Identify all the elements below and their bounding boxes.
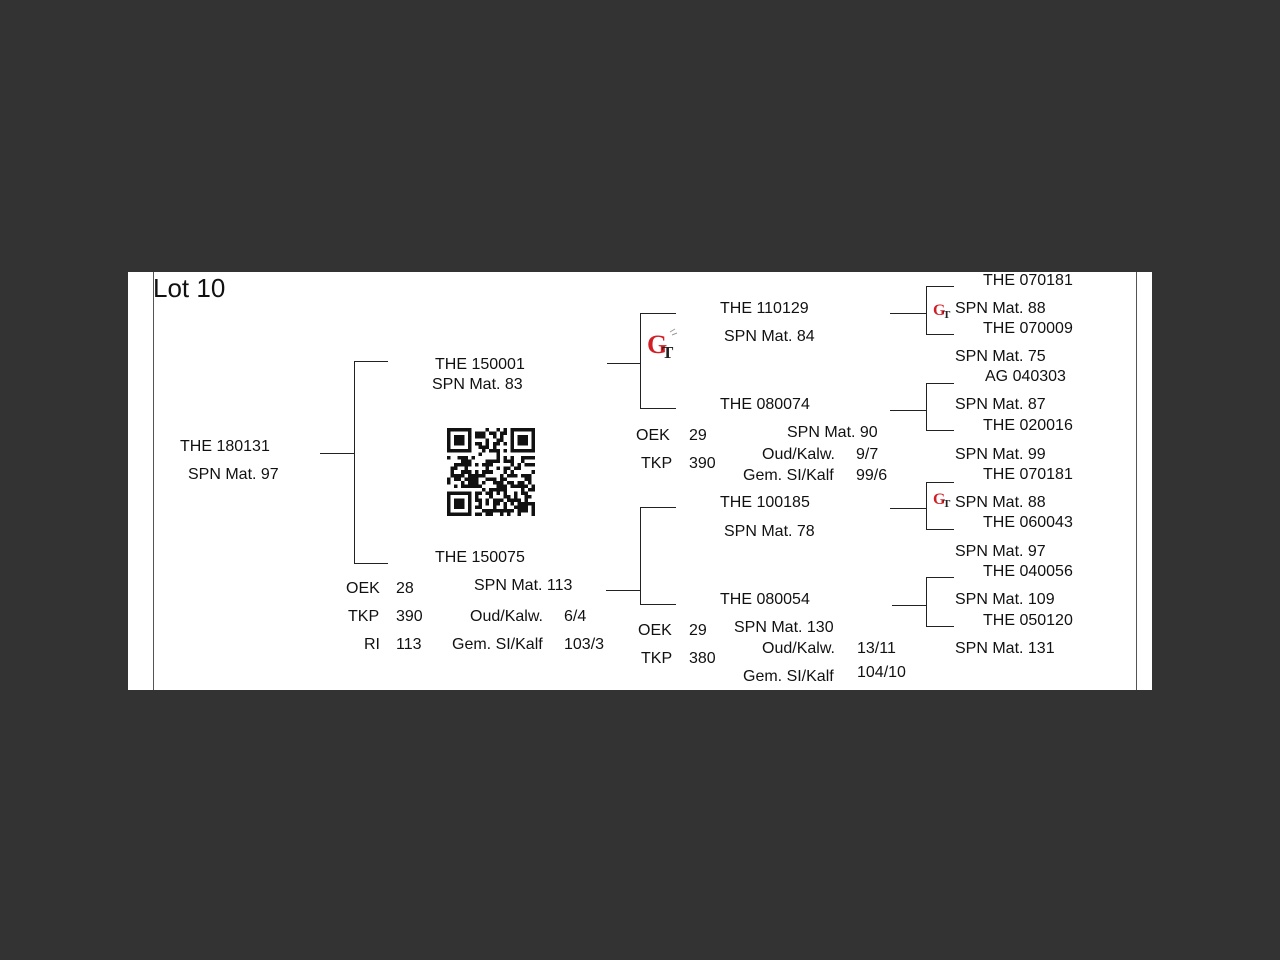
gen3-7-id: THE 040056 <box>983 563 1073 580</box>
dam-dam-tkp-value: 380 <box>689 650 716 667</box>
dam-dam-gem-label: Gem. SI/Kalf <box>743 668 834 685</box>
connector-line <box>926 577 954 578</box>
connector-line <box>892 605 926 606</box>
dam-oud-label: Oud/Kalw. <box>470 608 543 625</box>
dam-dam-oek-label: OEK <box>638 622 672 639</box>
gen3-6-spn: SPN Mat. 97 <box>955 543 1046 560</box>
gen3-3-spn: SPN Mat. 87 <box>955 396 1046 413</box>
connector-line <box>926 430 954 431</box>
bracket-line <box>926 482 927 530</box>
svg-text:G: G <box>933 302 946 319</box>
connector-line <box>354 361 388 362</box>
connector-line <box>640 313 676 314</box>
left-margin-line <box>153 272 154 690</box>
connector-line <box>926 529 954 530</box>
connector-line <box>926 626 954 627</box>
dam-dam-gem-value: 104/10 <box>857 664 906 681</box>
sire-dam-tkp-label: TKP <box>641 455 673 472</box>
dam-sire-id: THE 100185 <box>720 494 810 511</box>
sire-dam-gem-value: 99/6 <box>856 467 888 484</box>
dam-gem-value: 103/3 <box>564 636 605 653</box>
sire-sire-id: THE 110129 <box>720 300 809 317</box>
gen3-2-spn: SPN Mat. 75 <box>955 348 1046 365</box>
gen3-4-id: THE 020016 <box>983 417 1073 434</box>
gen3-1-spn: SPN Mat. 88 <box>955 300 1046 317</box>
svg-text:T: T <box>943 309 951 320</box>
sire-sire-spn: SPN Mat. 84 <box>724 328 815 345</box>
qr-code-icon <box>447 428 535 516</box>
dam-oud-value: 6/4 <box>564 608 587 625</box>
sire-dam-oek-label: OEK <box>636 427 670 444</box>
connector-line <box>890 313 926 314</box>
connector-line <box>606 590 640 591</box>
gen3-3-id: AG 040303 <box>985 368 1066 385</box>
dam-ri-label: RI <box>364 636 380 653</box>
gt-logo-icon: G T <box>932 487 954 509</box>
connector-line <box>926 286 954 287</box>
connector-line <box>354 563 388 564</box>
right-margin-line <box>1136 272 1137 690</box>
sire-dam-oud-label: Oud/Kalw. <box>762 446 835 463</box>
dam-gem-label: Gem. SI/Kalf <box>452 636 543 653</box>
dam-tkp-label: TKP <box>348 608 380 625</box>
gen3-5-spn: SPN Mat. 88 <box>955 494 1046 511</box>
connector-line <box>890 508 926 509</box>
connector-line <box>607 363 640 364</box>
dam-id: THE 150075 <box>435 549 525 566</box>
sire-dam-oud-value: 9/7 <box>856 446 879 463</box>
sire-dam-oek-value: 29 <box>689 427 707 444</box>
dam-dam-oud-value: 13/11 <box>857 640 896 657</box>
gt-logo-icon: G T <box>932 298 954 320</box>
sire-id: THE 150001 <box>435 356 525 373</box>
svg-text:T: T <box>662 343 674 362</box>
gen3-1-id: THE 070181 <box>983 272 1073 289</box>
gen3-8-spn: SPN Mat. 131 <box>955 640 1055 657</box>
pedigree-document: Lot 10 THE 180131 SPN Mat. 97 THE 150001… <box>128 272 1152 690</box>
connector-line <box>890 410 926 411</box>
bracket-line <box>640 313 641 409</box>
dam-oek-value: 28 <box>396 580 414 597</box>
sire-dam-id: THE 080074 <box>720 396 810 413</box>
dam-dam-id: THE 080054 <box>720 591 810 608</box>
gen3-8-id: THE 050120 <box>983 612 1073 629</box>
dam-dam-spn: SPN Mat. 130 <box>734 619 834 636</box>
dam-tkp-value: 390 <box>396 608 423 625</box>
connector-line <box>640 507 676 508</box>
dam-sire-spn: SPN Mat. 78 <box>724 523 815 540</box>
sire-dam-spn: SPN Mat. 90 <box>787 424 878 441</box>
connector-line <box>926 482 954 483</box>
root-spn: SPN Mat. 97 <box>188 466 279 483</box>
bracket-line <box>354 361 355 564</box>
bracket-line <box>926 577 927 627</box>
sire-dam-gem-label: Gem. SI/Kalf <box>743 467 834 484</box>
bracket-line <box>926 286 927 335</box>
gt-logo-icon: G T <box>644 326 680 362</box>
dam-ri-value: 113 <box>396 636 422 653</box>
svg-text:G: G <box>647 330 667 359</box>
dam-dam-tkp-label: TKP <box>641 650 673 667</box>
gen3-2-id: THE 070009 <box>983 320 1073 337</box>
sire-dam-tkp-value: 390 <box>689 455 716 472</box>
connector-line <box>640 604 676 605</box>
connector-line <box>640 408 676 409</box>
connector-line <box>320 453 354 454</box>
dam-spn: SPN Mat. 113 <box>474 577 573 594</box>
svg-text:T: T <box>943 498 951 509</box>
connector-line <box>926 334 954 335</box>
bracket-line <box>926 383 927 431</box>
dam-dam-oud-label: Oud/Kalw. <box>762 640 835 657</box>
root-id: THE 180131 <box>180 438 270 455</box>
dam-dam-oek-value: 29 <box>689 622 707 639</box>
connector-line <box>926 383 954 384</box>
gen3-5-id: THE 070181 <box>983 466 1073 483</box>
sire-spn: SPN Mat. 83 <box>432 376 523 393</box>
gen3-4-spn: SPN Mat. 99 <box>955 446 1046 463</box>
gen3-6-id: THE 060043 <box>983 514 1073 531</box>
bracket-line <box>640 507 641 605</box>
dam-oek-label: OEK <box>346 580 380 597</box>
lot-title: Lot 10 <box>153 273 226 303</box>
svg-text:G: G <box>933 491 946 508</box>
gen3-7-spn: SPN Mat. 109 <box>955 591 1055 608</box>
